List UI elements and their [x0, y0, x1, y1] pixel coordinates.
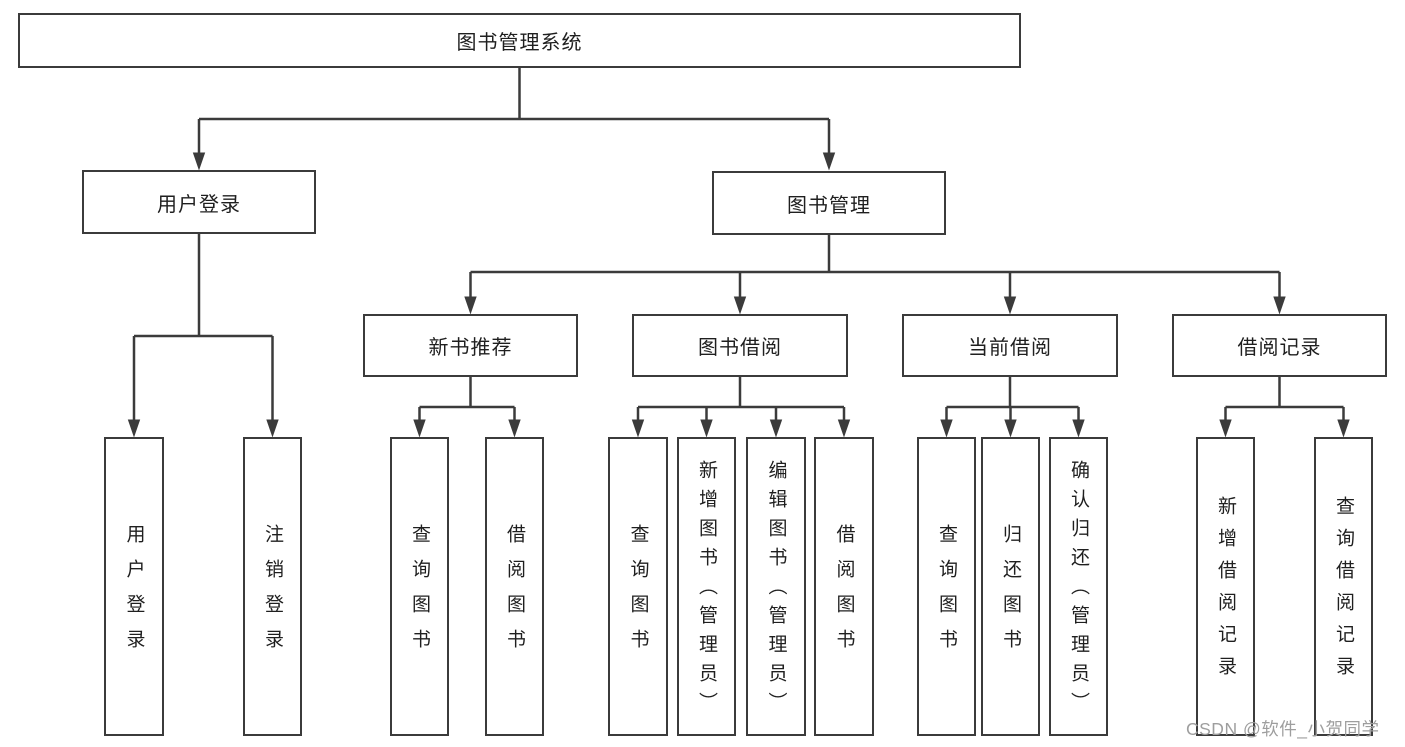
node-label: 新增借阅记录 [1215, 496, 1236, 688]
connector-records-to-leaves [1224, 377, 1345, 424]
node-book-management: 图书管理 [712, 171, 946, 235]
node-label: 注销登录 [262, 523, 283, 664]
leaf-current-confirm-return-admin: 确认归还（管理员） [1049, 437, 1108, 736]
arrowhead [127, 419, 141, 438]
leaf-records-add-borrow-record: 新增借阅记录 [1196, 437, 1255, 736]
arrowhead [700, 419, 713, 438]
arrowhead [266, 419, 279, 438]
arrowhead [837, 419, 851, 438]
connector-borrow-to-leaves [636, 377, 846, 424]
node-label: 图书管理 [787, 194, 871, 217]
arrowhead [733, 296, 747, 315]
leaf-borrow-borrow-books: 借阅图书 [814, 437, 874, 736]
node-label: 当前借阅 [968, 337, 1052, 359]
node-label: 借阅图书 [833, 523, 855, 664]
arrowhead [508, 419, 521, 438]
node-label: 查询图书 [409, 523, 430, 664]
leaf-borrow-query-books: 查询图书 [608, 437, 668, 736]
csdn-watermark: CSDN @软件_小贺同学 [1186, 719, 1380, 739]
connector-root-to-level2 [197, 68, 831, 156]
arrowhead [822, 152, 836, 171]
connector-userlogin-to-leaves [132, 234, 274, 424]
node-label: 用户登录 [157, 193, 241, 216]
arrowhead [1004, 419, 1017, 438]
leaf-borrow-add-books-admin: 新增图书（管理员） [677, 437, 736, 736]
node-user-login: 用户登录 [82, 170, 316, 234]
node-label: 查询借阅记录 [1333, 496, 1354, 688]
arrowhead [940, 419, 953, 438]
connector-current-to-leaves [945, 377, 1080, 424]
leaf-user-login: 用户登录 [104, 437, 164, 736]
node-label: 新增图书（管理员） [696, 460, 717, 721]
leaf-logout-login: 注销登录 [243, 437, 302, 736]
node-label: 新书推荐 [428, 337, 513, 359]
leaf-current-query-books: 查询图书 [917, 437, 976, 736]
node-new-book-recommendation: 新书推荐 [363, 314, 578, 377]
node-book-borrowing: 图书借阅 [632, 314, 848, 377]
arrowhead [192, 152, 206, 171]
node-label: 用户登录 [123, 523, 145, 664]
arrowhead [1003, 296, 1017, 315]
node-current-borrowing: 当前借阅 [902, 314, 1118, 377]
arrowhead [1072, 419, 1085, 438]
arrowhead [631, 419, 645, 438]
node-label: 借阅记录 [1237, 337, 1322, 359]
node-label: 查询图书 [936, 523, 957, 664]
node-label: 查询图书 [627, 523, 649, 664]
node-label: 归还图书 [1000, 523, 1021, 664]
arrowhead [413, 419, 426, 438]
node-label: 编辑图书（管理员） [765, 460, 787, 721]
leaf-recommend-query-books: 查询图书 [390, 437, 449, 736]
node-label: 确认归还（管理员） [1068, 460, 1089, 721]
connector-bookmgmt-to-level3 [469, 235, 1281, 300]
arrowhead [1273, 296, 1286, 315]
connector-recommend-to-leaves [418, 377, 516, 424]
leaf-borrow-edit-books-admin: 编辑图书（管理员） [746, 437, 806, 736]
node-label: 图书管理系统 [456, 32, 583, 54]
arrowhead [1219, 419, 1232, 438]
node-library-management-system: 图书管理系统 [18, 13, 1021, 68]
leaf-current-return-books: 归还图书 [981, 437, 1040, 736]
arrowhead [464, 296, 477, 315]
node-label: 借阅图书 [504, 523, 525, 664]
leaf-records-query-borrow-record: 查询借阅记录 [1314, 437, 1373, 736]
node-borrowing-records: 借阅记录 [1172, 314, 1387, 377]
node-label: 图书借阅 [698, 337, 782, 359]
arrowhead [769, 419, 783, 438]
leaf-recommend-borrow-books: 借阅图书 [485, 437, 544, 736]
arrowhead [1337, 419, 1350, 438]
